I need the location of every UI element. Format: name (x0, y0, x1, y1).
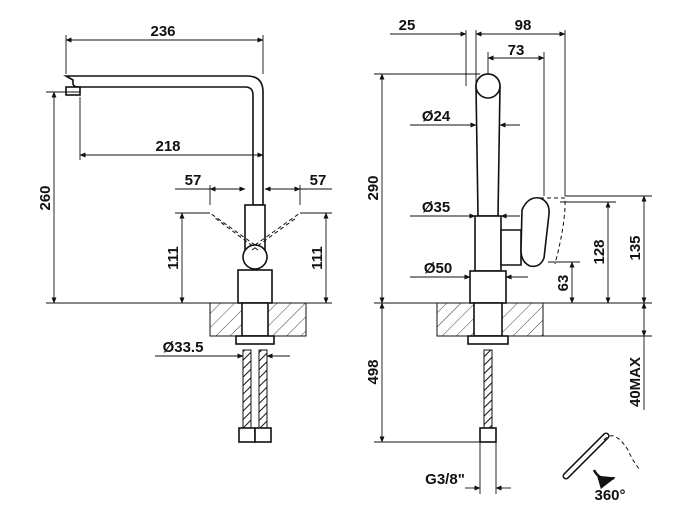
aerator-side (65, 86, 81, 96)
dim-73: 73 (508, 42, 525, 59)
dim-111-right: 111 (309, 246, 326, 269)
dim-111-left: 111 (165, 246, 182, 269)
dim-260: 260 (37, 185, 54, 210)
dim-40max: 40MAX (627, 357, 644, 407)
dim-57-left: 57 (185, 172, 202, 189)
dim-236: 236 (150, 23, 175, 40)
body-front (474, 215, 502, 272)
base-side (237, 269, 273, 304)
side-view: 236 218 57 57 260 111 111 Ø33.5 (37, 23, 332, 443)
dim-dia-35: Ø35 (422, 199, 450, 216)
hose-front (483, 349, 493, 429)
dim-290: 290 (365, 175, 382, 200)
handle-front (520, 196, 550, 268)
dim-218: 218 (155, 138, 180, 155)
dim-g3-8: G3/8" (425, 471, 465, 488)
nut-side (235, 335, 275, 345)
dim-63: 63 (555, 275, 572, 292)
dim-57-right: 57 (310, 172, 327, 189)
hose-right (258, 349, 268, 429)
dim-98: 98 (515, 17, 532, 34)
shank-front (473, 302, 503, 337)
rotation-label: 360° (594, 487, 625, 504)
rotation-icon: 360° (562, 432, 641, 504)
lever-pos-right (254, 212, 301, 246)
front-view: 25 98 73 290 Ø24 Ø35 Ø50 63 128 (365, 17, 652, 494)
dim-dia-50: Ø50 (424, 260, 452, 277)
dim-dia-24: Ø24 (422, 108, 451, 125)
dim-128: 128 (591, 239, 608, 264)
spout-side (62, 75, 264, 206)
dim-25: 25 (399, 17, 416, 34)
lever-knob-side (242, 244, 268, 270)
hose-left (242, 349, 252, 429)
base-front (469, 270, 507, 304)
shank-side (241, 302, 269, 337)
body-side (244, 204, 266, 251)
dim-135: 135 (627, 235, 644, 260)
lever-pos-left (209, 212, 256, 246)
dim-33-5: Ø33.5 (163, 339, 204, 356)
dim-498: 498 (365, 359, 382, 384)
